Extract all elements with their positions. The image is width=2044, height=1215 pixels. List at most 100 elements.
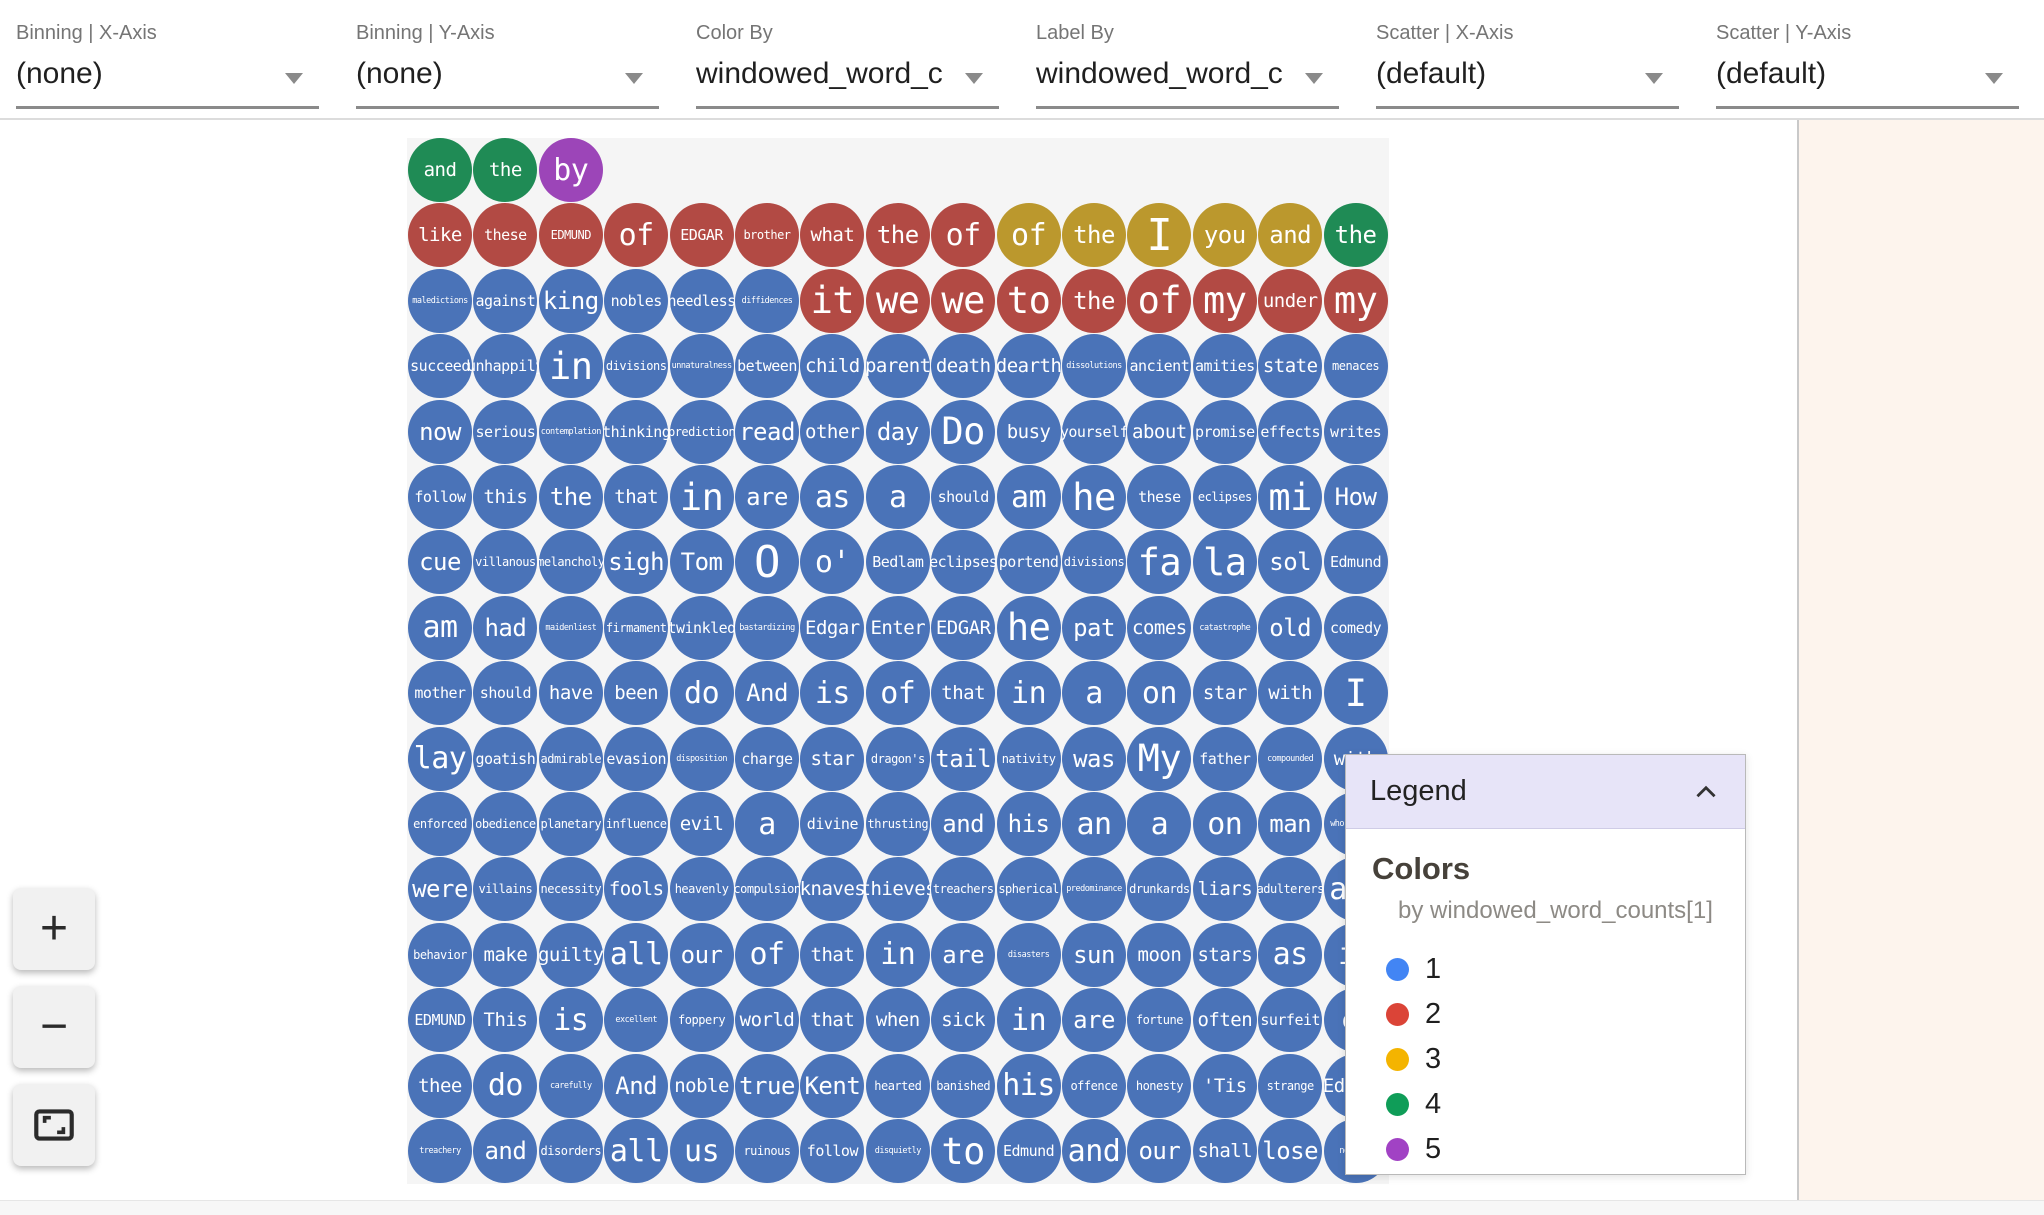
- word-bubble[interactable]: fools: [604, 857, 669, 922]
- word-bubble[interactable]: my: [1323, 268, 1388, 333]
- word-bubble[interactable]: melancholy: [537, 530, 605, 595]
- word-bubble[interactable]: disorders: [538, 1119, 603, 1183]
- word-bubble[interactable]: Kent: [800, 1053, 865, 1118]
- word-bubble[interactable]: tail: [931, 726, 996, 791]
- word-bubble[interactable]: amities: [1192, 334, 1257, 399]
- word-bubble[interactable]: is: [800, 661, 865, 726]
- word-bubble[interactable]: evasion: [604, 726, 669, 791]
- word-bubble[interactable]: his: [996, 792, 1061, 856]
- word-bubble[interactable]: you: [1192, 203, 1257, 268]
- word-bubble[interactable]: are: [1062, 988, 1126, 1053]
- word-bubble[interactable]: busy: [996, 399, 1061, 464]
- word-bubble[interactable]: like: [408, 203, 472, 268]
- zoom-in-button[interactable]: +: [13, 888, 95, 970]
- word-bubble[interactable]: in: [996, 988, 1061, 1053]
- word-bubble[interactable]: banished: [931, 1053, 996, 1118]
- dropdown-arrow-icon[interactable]: [1985, 73, 2003, 84]
- word-bubble[interactable]: cue: [408, 530, 472, 595]
- word-bubble[interactable]: And: [604, 1053, 669, 1118]
- word-bubble[interactable]: unhappily: [467, 334, 544, 399]
- word-bubble[interactable]: in: [669, 465, 734, 529]
- word-bubble[interactable]: that: [800, 988, 865, 1053]
- word-bubble[interactable]: brother: [735, 203, 799, 268]
- word-bubble[interactable]: of: [865, 661, 930, 726]
- word-bubble[interactable]: menaces: [1323, 334, 1388, 399]
- word-bubble[interactable]: Edmund: [996, 1119, 1061, 1183]
- word-bubble[interactable]: it: [800, 268, 865, 333]
- word-bubble[interactable]: serious: [473, 399, 538, 464]
- word-bubble[interactable]: prediction: [668, 399, 736, 464]
- word-bubble[interactable]: our: [1127, 1119, 1192, 1183]
- word-bubble[interactable]: true: [735, 1053, 799, 1118]
- word-bubble[interactable]: sick: [931, 988, 996, 1053]
- legend-item[interactable]: 4: [1386, 1082, 1719, 1127]
- word-bubble[interactable]: we: [931, 268, 996, 333]
- word-bubble[interactable]: stars: [1192, 922, 1257, 987]
- word-bubble[interactable]: goatish: [473, 726, 538, 791]
- dropdown-arrow-icon[interactable]: [285, 73, 303, 84]
- dropdown-arrow-icon[interactable]: [1305, 73, 1323, 84]
- word-bubble[interactable]: a: [1062, 661, 1126, 726]
- word-bubble[interactable]: and: [1258, 203, 1323, 268]
- word-bubble[interactable]: the: [473, 138, 538, 202]
- word-bubble[interactable]: mi: [1258, 465, 1323, 529]
- word-bubble[interactable]: world: [735, 988, 799, 1053]
- word-bubble[interactable]: am: [996, 465, 1061, 529]
- word-bubble[interactable]: treachers: [931, 857, 996, 922]
- word-bubble[interactable]: EDMUND: [408, 988, 472, 1053]
- word-bubble[interactable]: planetary: [538, 792, 603, 856]
- word-bubble[interactable]: enforced: [408, 792, 472, 856]
- word-bubble[interactable]: Enter: [865, 595, 930, 660]
- word-bubble[interactable]: and: [473, 1119, 538, 1183]
- word-bubble[interactable]: do: [669, 661, 734, 726]
- word-bubble[interactable]: child: [800, 334, 865, 399]
- word-bubble[interactable]: 'Tis: [1192, 1053, 1257, 1118]
- word-bubble[interactable]: surfeit: [1258, 988, 1323, 1053]
- word-bubble[interactable]: and: [931, 792, 996, 856]
- word-bubble[interactable]: an: [1062, 792, 1126, 856]
- word-bubble[interactable]: heavenly: [669, 857, 734, 922]
- word-bubble[interactable]: star: [800, 726, 865, 791]
- word-bubble[interactable]: of: [996, 203, 1061, 268]
- word-bubble[interactable]: adulterers: [1257, 857, 1324, 922]
- word-bubble[interactable]: mother: [408, 661, 472, 726]
- word-bubble[interactable]: portend: [996, 530, 1061, 595]
- word-bubble[interactable]: dearth: [996, 334, 1062, 399]
- word-bubble[interactable]: Do: [931, 399, 996, 464]
- word-bubble[interactable]: honesty: [1127, 1053, 1192, 1118]
- word-bubble[interactable]: my: [1192, 268, 1257, 333]
- word-bubble[interactable]: ruinous: [735, 1119, 799, 1183]
- word-bubble[interactable]: sigh: [604, 530, 669, 595]
- word-bubble[interactable]: disposition: [669, 726, 734, 791]
- word-bubble[interactable]: king: [538, 268, 603, 333]
- legend-header[interactable]: Legend: [1346, 755, 1745, 829]
- dropdown-binning-x-axis[interactable]: Binning | X-Axis(none): [16, 14, 319, 109]
- word-bubble[interactable]: as: [1258, 922, 1323, 987]
- word-bubble[interactable]: under: [1258, 268, 1323, 333]
- word-bubble[interactable]: How: [1323, 465, 1388, 529]
- word-bubble[interactable]: I: [1323, 661, 1388, 726]
- word-bubble[interactable]: as: [800, 465, 865, 529]
- legend-item[interactable]: 3: [1386, 1037, 1719, 1082]
- word-bubble[interactable]: Edmund: [1323, 530, 1388, 595]
- word-bubble[interactable]: divine: [800, 792, 865, 856]
- word-bubble[interactable]: in: [538, 334, 603, 399]
- dropdown-arrow-icon[interactable]: [625, 73, 643, 84]
- word-bubble[interactable]: moon: [1127, 922, 1192, 987]
- word-bubble[interactable]: divisions: [1062, 530, 1126, 595]
- word-bubble[interactable]: EDGAR: [669, 203, 734, 268]
- word-bubble[interactable]: on: [1127, 661, 1192, 726]
- word-bubble[interactable]: sol: [1258, 530, 1323, 595]
- word-bubble[interactable]: do: [473, 1053, 538, 1118]
- word-bubble[interactable]: the: [865, 203, 930, 268]
- fit-to-screen-button[interactable]: [13, 1084, 95, 1166]
- word-bubble[interactable]: us: [669, 1119, 734, 1183]
- word-bubble[interactable]: twinkled: [667, 595, 736, 660]
- word-bubble[interactable]: unnaturalness: [669, 334, 734, 399]
- word-bubble[interactable]: writes: [1323, 399, 1388, 464]
- word-bubble[interactable]: father: [1192, 726, 1257, 791]
- word-bubble[interactable]: of: [604, 203, 669, 268]
- word-bubble[interactable]: to: [931, 1119, 996, 1183]
- word-bubble[interactable]: influence: [604, 792, 669, 856]
